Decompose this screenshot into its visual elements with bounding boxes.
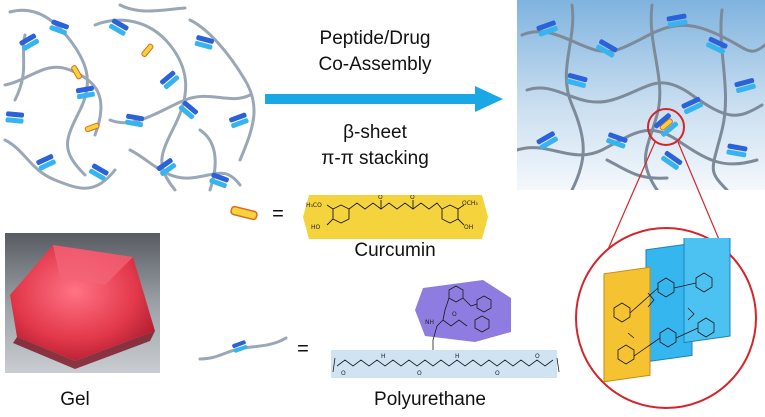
- process-label-line1: Peptide/Drug: [319, 28, 431, 49]
- curcumin-structure: H₃CO HO OCH₃ OH O O: [303, 195, 488, 239]
- svg-text:O: O: [378, 195, 383, 201]
- polyurethane-equals-sign: =: [297, 338, 309, 360]
- network-after-diagram: [517, 0, 765, 190]
- curcumin-label: Curcumin: [354, 240, 436, 261]
- curcumin-equals-sign: =: [272, 203, 284, 225]
- gel-photo: [5, 233, 160, 373]
- svg-text:OH: OH: [464, 224, 473, 231]
- svg-text:OCH₃: OCH₃: [462, 200, 478, 207]
- svg-text:O: O: [410, 195, 415, 201]
- network-before-diagram: [3, 3, 256, 192]
- svg-text:NH: NH: [425, 319, 434, 326]
- svg-text:O: O: [535, 353, 540, 360]
- polyurethane-label: Polyurethane: [374, 389, 486, 410]
- svg-text:H: H: [455, 353, 460, 360]
- polyurethane-structure: NH O O H O H O O: [331, 280, 560, 378]
- svg-text:O: O: [341, 370, 346, 377]
- svg-text:O: O: [417, 370, 422, 377]
- polyurethane-glyph: [198, 336, 288, 361]
- process-arrow: [265, 86, 503, 112]
- process-label-line2: Co-Assembly: [318, 54, 432, 75]
- stacking-detail-illustration: [603, 238, 731, 383]
- curcumin-glyph: [230, 205, 258, 221]
- svg-text:H₃CO: H₃CO: [306, 202, 322, 209]
- process-label-line3: β-sheet: [343, 122, 407, 143]
- svg-text:O: O: [495, 370, 500, 377]
- process-label-line4: π-π stacking: [321, 148, 429, 169]
- svg-text:H: H: [381, 353, 386, 360]
- svg-text:O: O: [452, 311, 457, 318]
- gel-label: Gel: [60, 389, 90, 410]
- svg-text:HO: HO: [311, 224, 321, 231]
